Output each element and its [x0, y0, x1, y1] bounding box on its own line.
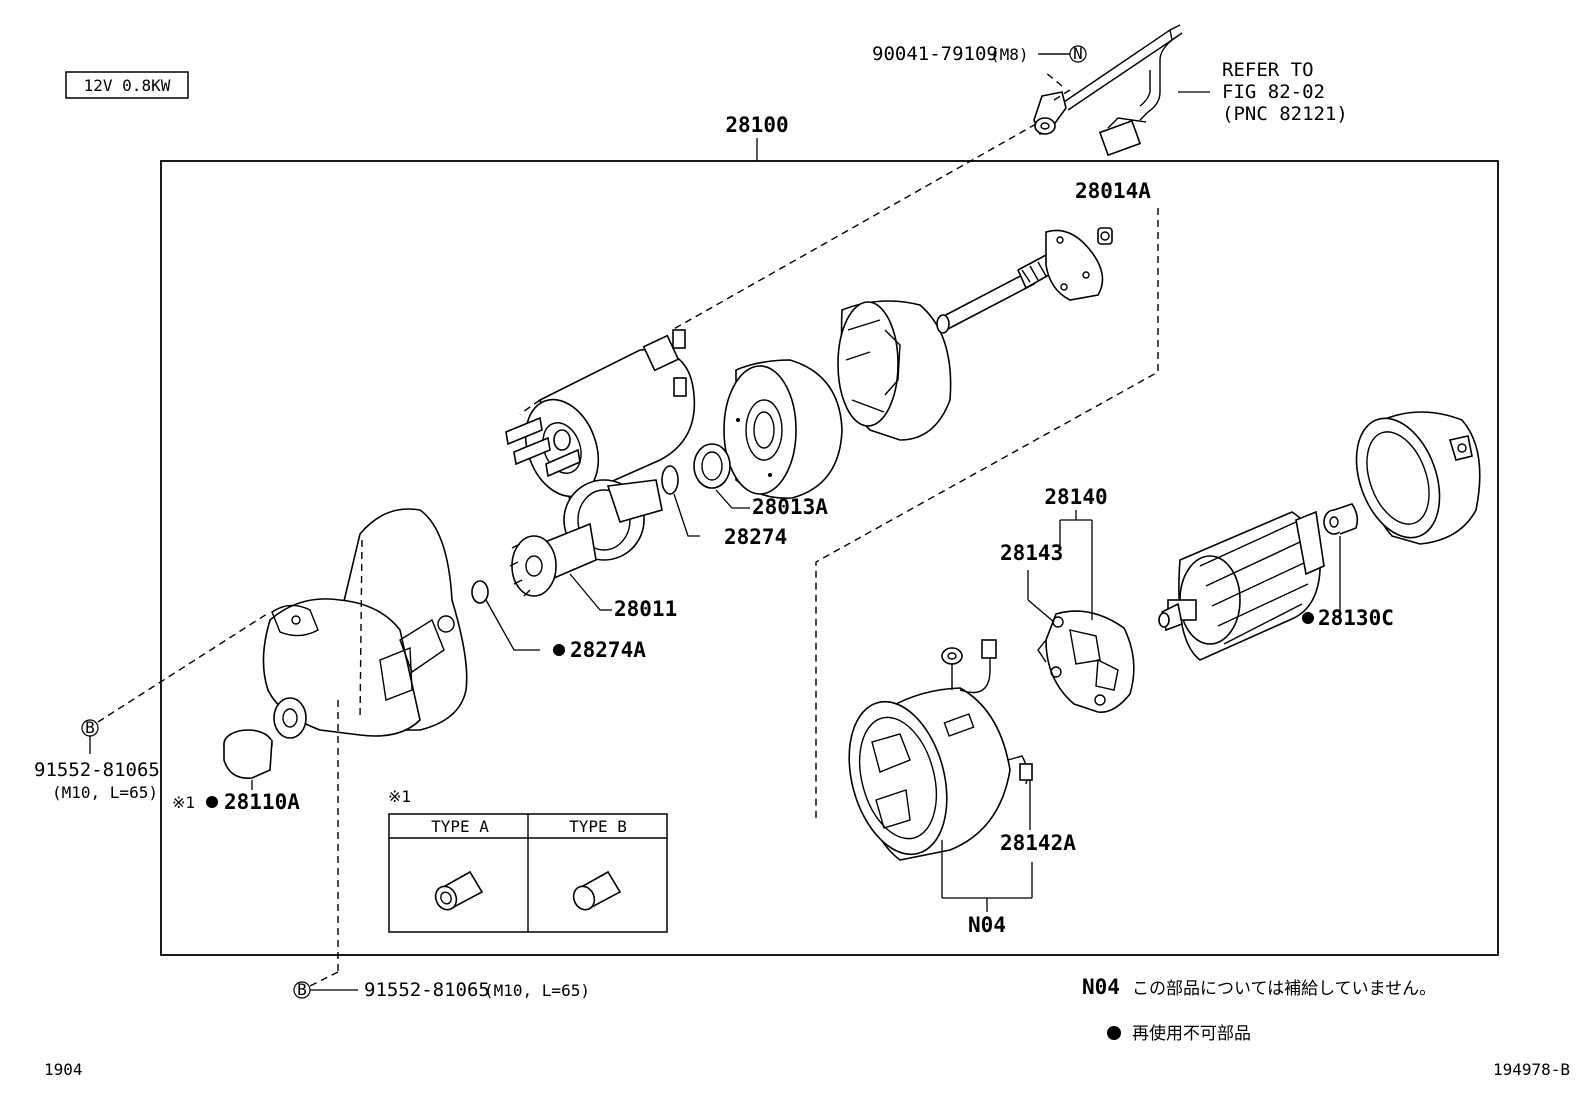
- legend-dot: [1107, 1026, 1121, 1040]
- refer-text-3: (PNC 82121): [1222, 103, 1348, 125]
- bolt-top-number: 90041-79109: [872, 43, 998, 65]
- type-b-bushing: [572, 870, 622, 911]
- label-28142A: 28142A: [1000, 831, 1076, 855]
- bolt-bottom-number: 91552-81065: [364, 979, 490, 1001]
- refer-text-1: REFER TO: [1222, 59, 1314, 81]
- refer-text-2: FIG 82-02: [1222, 81, 1325, 103]
- label-28014A: 28014A: [1075, 179, 1151, 203]
- svg-text:B: B: [297, 980, 307, 999]
- label-28143: 28143: [1000, 541, 1063, 565]
- solenoid: [505, 329, 696, 502]
- type-b-header: TYPE B: [569, 817, 627, 836]
- legend-n04-text: この部品については補給していません。: [1132, 979, 1436, 999]
- label-28140: 28140: [1044, 485, 1107, 509]
- bolt-left-number: 91552-81065: [34, 759, 160, 781]
- end-cover: [1355, 411, 1481, 545]
- armature-shaft: 28014A: [936, 179, 1151, 334]
- footer-right-code: 194978-B: [1493, 1060, 1570, 1079]
- snap-ring-28274: [661, 465, 679, 495]
- label-28011: 28011: [614, 597, 677, 621]
- label-N04: N04: [968, 913, 1006, 937]
- non-reusable-dot-28274A: [553, 644, 565, 656]
- starter-clutch: [509, 479, 663, 597]
- legend-n04-code: N04: [1082, 975, 1120, 999]
- non-reusable-dot-28110A: [206, 796, 218, 808]
- drive-housing: [723, 359, 843, 499]
- spec-box: [65, 71, 189, 99]
- yoke: [837, 300, 952, 441]
- label-28274: 28274: [724, 525, 787, 549]
- svg-text:N: N: [1073, 44, 1083, 63]
- bolt-bottom-size: (M10, L=65): [484, 981, 590, 1000]
- bolt-top-size: (M8): [990, 45, 1029, 64]
- assembly-frame: [160, 160, 1499, 956]
- type-table: [388, 813, 668, 933]
- bearing-28130C: [1323, 503, 1359, 535]
- label-28110A: 28110A: [224, 790, 300, 814]
- snap-ring-28274A: [471, 580, 489, 604]
- type-a-header: TYPE A: [431, 817, 489, 836]
- brush-holder: [1037, 610, 1135, 713]
- bushing-28110A: [223, 729, 273, 779]
- label-28013A: 28013A: [752, 495, 828, 519]
- legend-dot-text: 再使用不可部品: [1132, 1023, 1251, 1044]
- bearing-28013A: [693, 443, 731, 489]
- type-a-bushing: [434, 870, 484, 911]
- svg-text:B: B: [85, 718, 95, 737]
- label-28110A-note: ※1: [172, 793, 195, 812]
- armature: [1158, 510, 1325, 661]
- spec-label: 12V 0.8KW: [84, 76, 171, 95]
- label-28274A: 28274A: [570, 638, 646, 662]
- label-28130C: 28130C: [1318, 606, 1394, 630]
- assembly-number: 28100: [725, 113, 788, 137]
- non-reusable-dot-28130C: [1302, 612, 1314, 624]
- field-frame: [848, 639, 1033, 861]
- starter-housing: [262, 508, 468, 739]
- type-table-note: ※1: [388, 787, 411, 806]
- footer-left-code: 1904: [44, 1060, 83, 1079]
- bolt-left-size: (M10, L=65): [52, 783, 158, 802]
